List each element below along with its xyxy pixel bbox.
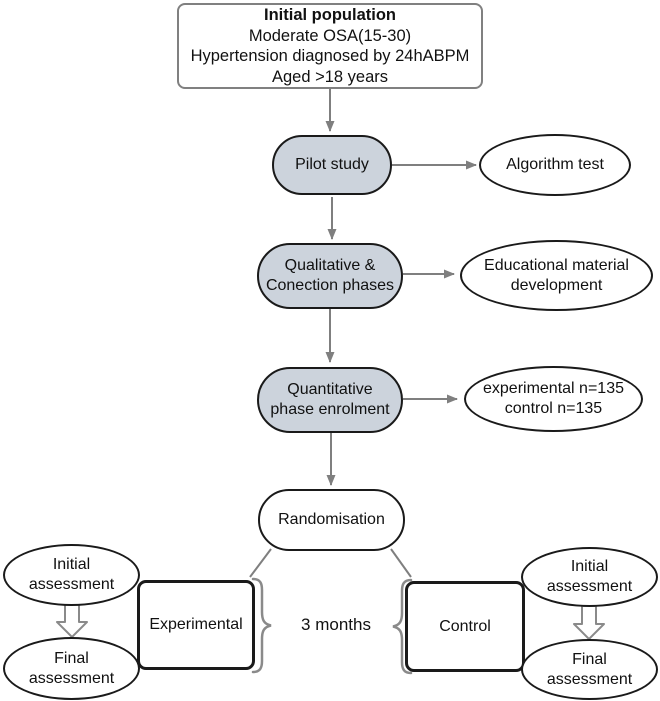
experimental-arm-box: Experimental xyxy=(137,580,255,670)
experimental-arm-label: Experimental xyxy=(149,616,243,633)
brace-control xyxy=(392,578,413,675)
left-final-assessment-node: Final assessment xyxy=(3,637,140,700)
left-final-assessment-label: Final assessment xyxy=(28,649,115,687)
qualitative-phase-label: Qualitative & Conection phases xyxy=(265,257,395,294)
line-randomisation-to-control xyxy=(390,548,412,578)
randomisation-node: Randomisation xyxy=(258,489,405,551)
left-initial-assessment-label: Initial assessment xyxy=(28,556,115,593)
initial-population-title: Initial population xyxy=(264,6,396,24)
algorithm-test-node: Algorithm test xyxy=(479,134,631,196)
control-arm-box: Control xyxy=(405,581,525,672)
enrolment-numbers-label: experimental n=135 control n=135 xyxy=(483,380,624,417)
right-final-assessment-label: Final assessment xyxy=(546,650,633,688)
randomisation-label: Randomisation xyxy=(278,511,385,528)
educational-material-node: Educational material development xyxy=(460,240,653,311)
control-arm-label: Control xyxy=(439,617,491,635)
educational-material-label: Educational material development xyxy=(484,256,629,294)
qualitative-phase-node: Qualitative & Conection phases xyxy=(257,243,403,309)
criteria-line-hypertension: Hypertension diagnosed by 24hABPM xyxy=(190,47,470,65)
quantitative-phase-node: Quantitative phase enrolment xyxy=(257,367,403,433)
criteria-line-osa: Moderate OSA(15-30) xyxy=(248,26,412,45)
left-initial-assessment-node: Initial assessment xyxy=(3,544,140,606)
right-initial-assessment-node: Initial assessment xyxy=(521,547,658,607)
enrolment-numbers-node: experimental n=135 control n=135 xyxy=(464,366,643,432)
criteria-line-age: Aged >18 years xyxy=(271,67,389,86)
initial-population-box: Initial population Moderate OSA(15-30) H… xyxy=(177,3,483,89)
quantitative-phase-label: Quantitative phase enrolment xyxy=(270,381,390,418)
pilot-study-label: Pilot study xyxy=(295,156,369,173)
block-arrow-left-down-icon xyxy=(56,603,88,638)
brace-experimental xyxy=(251,577,272,674)
algorithm-test-label: Algorithm test xyxy=(506,156,604,173)
pilot-study-node: Pilot study xyxy=(272,135,392,195)
duration-label: 3 months xyxy=(301,615,371,634)
right-final-assessment-node: Final assessment xyxy=(521,639,658,700)
line-randomisation-to-experimental xyxy=(249,548,272,578)
right-initial-assessment-label: Initial assessment xyxy=(546,558,633,595)
block-arrow-right-down-icon xyxy=(573,605,605,640)
